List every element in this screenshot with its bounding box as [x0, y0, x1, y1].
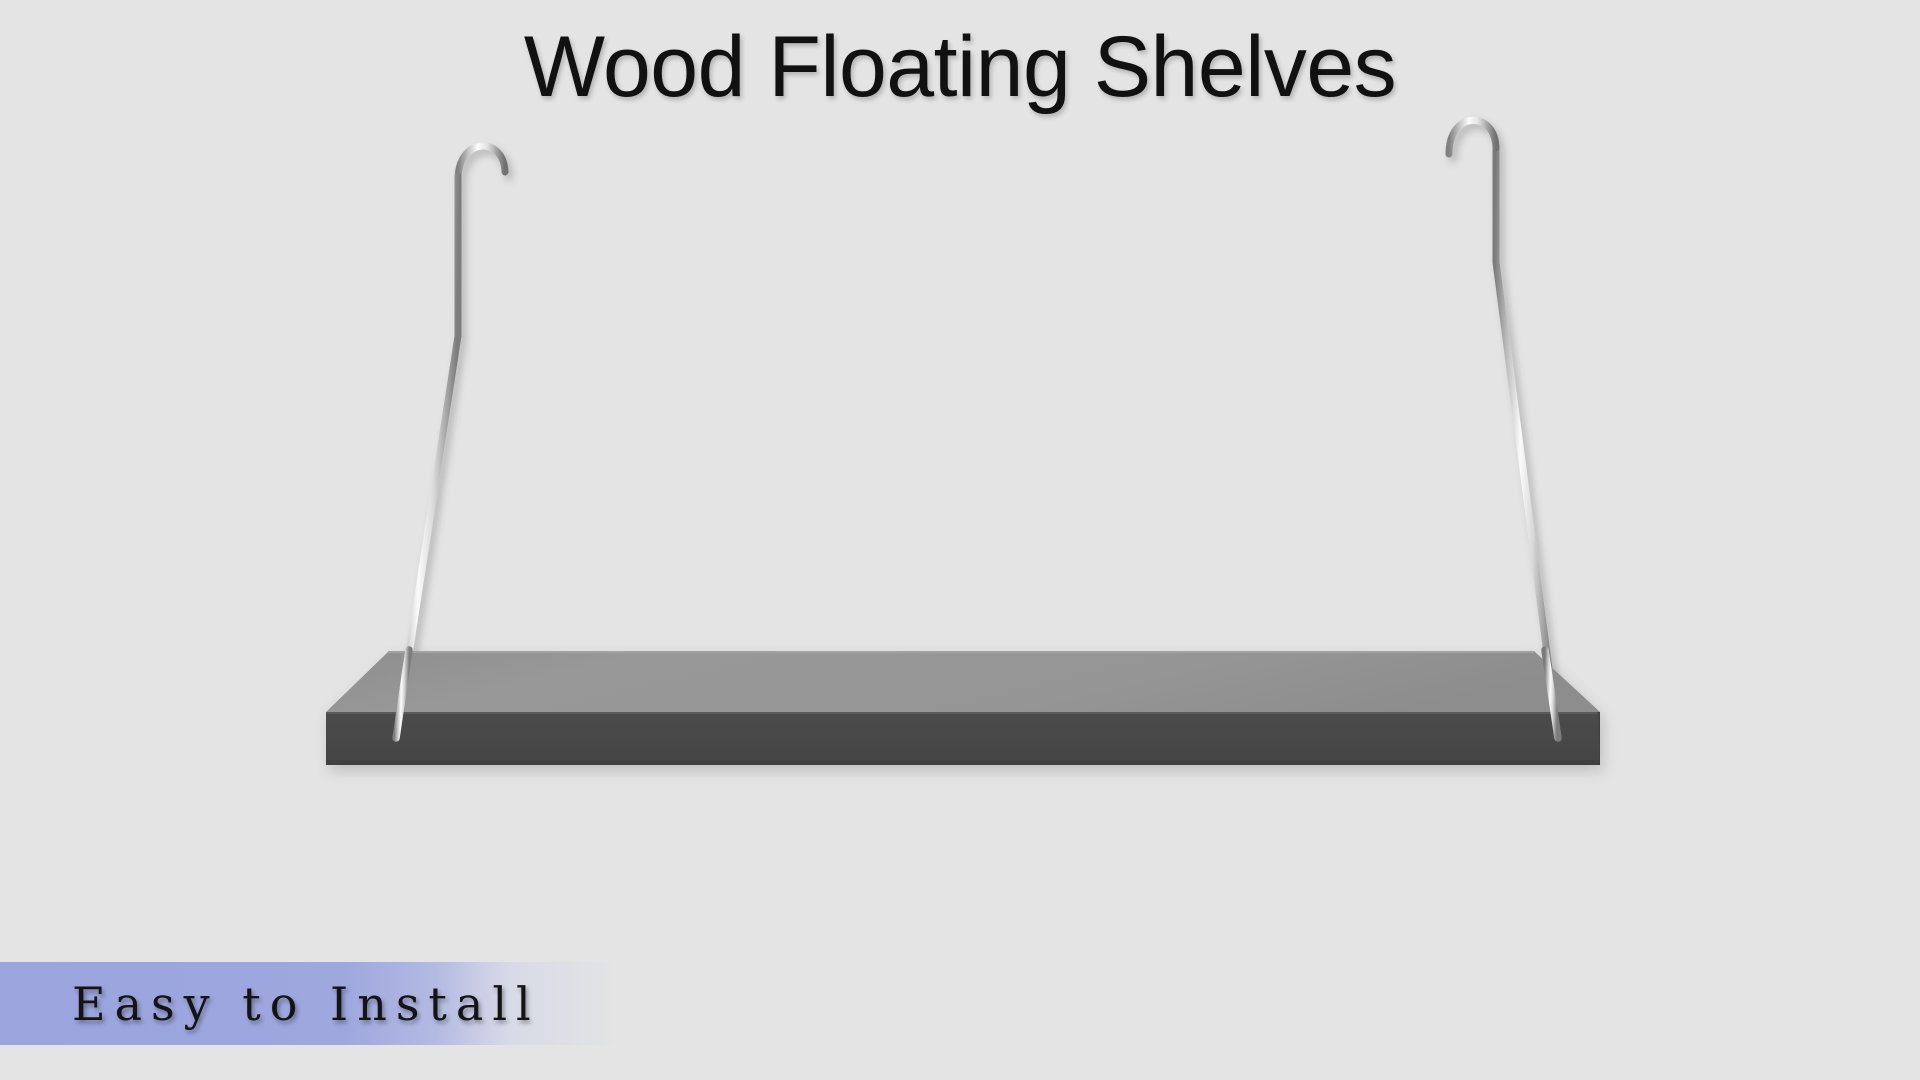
left-bracket [392, 142, 509, 742]
feature-caption-banner: Easy to Install [0, 962, 620, 1045]
bracket-feet [392, 646, 1562, 744]
shelf-board [326, 651, 1600, 765]
page-title: Wood Floating Shelves [523, 19, 1397, 115]
feature-caption-text: Easy to Install [72, 976, 540, 1031]
right-bracket [1445, 116, 1562, 742]
